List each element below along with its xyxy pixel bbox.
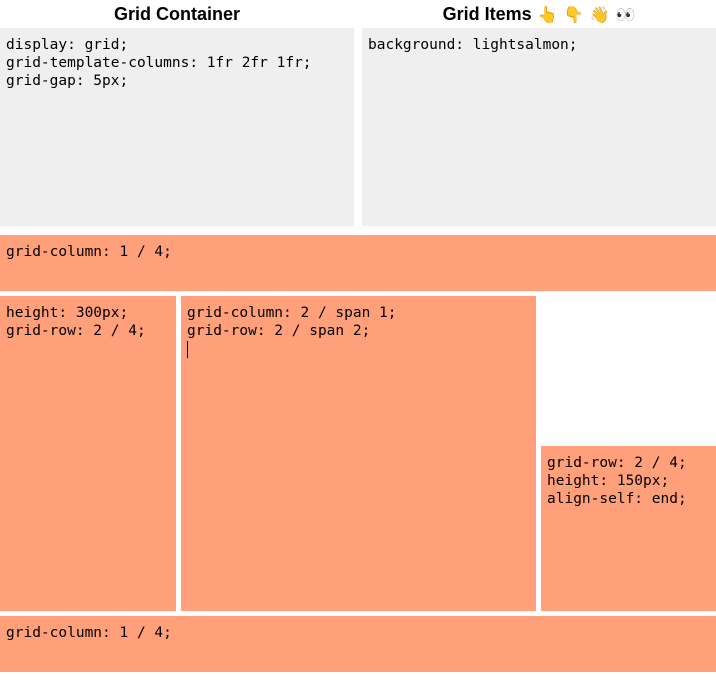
grid-items-heading-row: Grid Items 👆 👇 👋 👀	[362, 2, 716, 26]
grid-items-heading: Grid Items	[442, 4, 532, 24]
grid-item-2[interactable]: height: 300px; grid-row: 2 / 4;	[0, 296, 176, 611]
grid-item-1[interactable]: grid-column: 1 / 4;	[0, 235, 716, 291]
grid-item-4[interactable]: grid-row: 2 / 4; height: 150px; align-se…	[541, 446, 716, 611]
grid-item-5[interactable]: grid-column: 1 / 4;	[0, 616, 716, 672]
pointing-down-icon[interactable]: 👇	[563, 5, 584, 24]
grid-item-3-text: grid-column: 2 / span 1; grid-row: 2 / s…	[187, 305, 397, 339]
waving-hand-icon[interactable]: 👋	[589, 5, 610, 24]
grid-items-css-editor[interactable]: background: lightsalmon;	[362, 28, 716, 226]
grid-item-3-editing[interactable]: grid-column: 2 / span 1; grid-row: 2 / s…	[181, 296, 536, 611]
eyes-icon[interactable]: 👀	[615, 5, 636, 24]
text-caret	[187, 341, 188, 358]
pointing-up-icon[interactable]: 👆	[537, 5, 558, 24]
grid-container-css-editor[interactable]: display: grid; grid-template-columns: 1f…	[0, 28, 354, 226]
grid-container-heading: Grid Container	[113, 4, 240, 24]
